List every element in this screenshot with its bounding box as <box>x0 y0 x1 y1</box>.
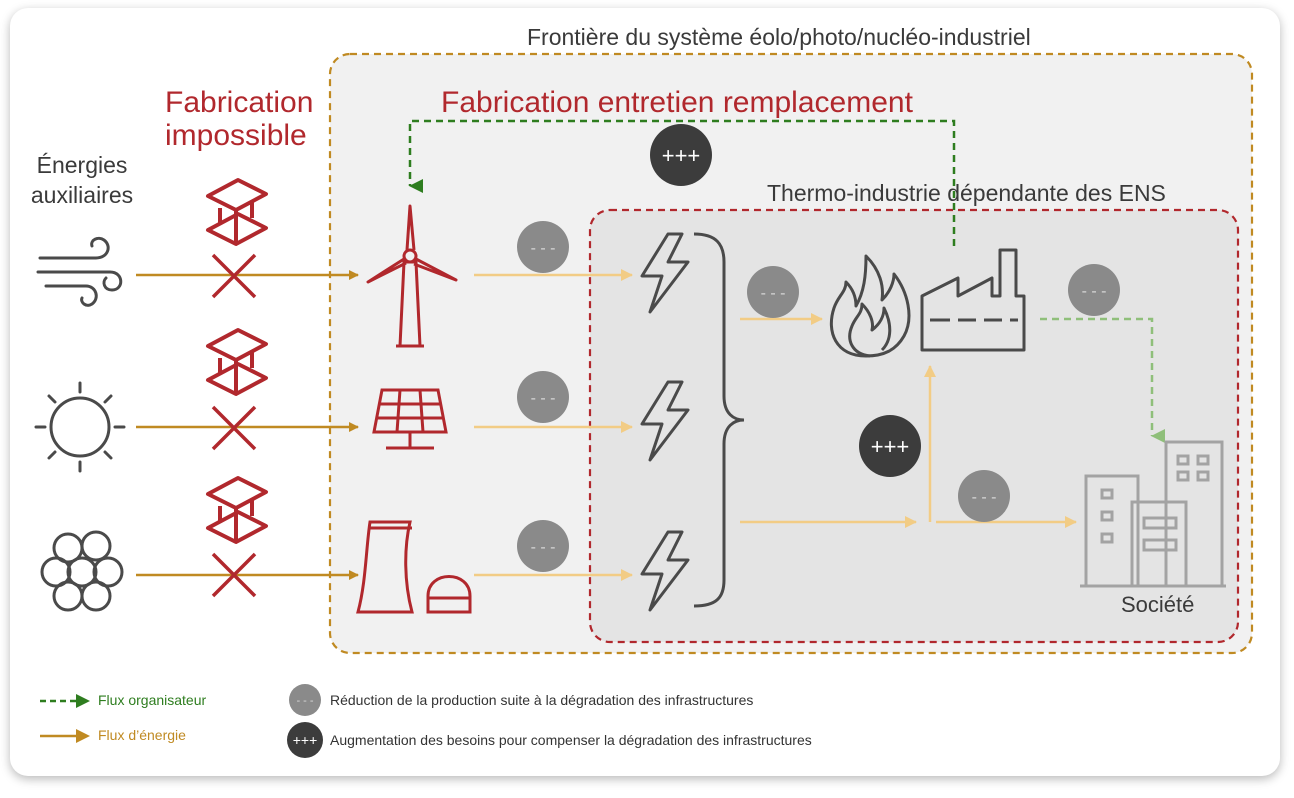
reduction-badge: - - - <box>1068 264 1120 316</box>
reduction-badge: - - - <box>517 371 569 423</box>
fire-icon <box>829 254 911 358</box>
svg-text:- - -: - - - <box>761 285 786 302</box>
steel-beam-icon <box>206 178 268 246</box>
legend-reduction-label: Réduction de la production suite à la dé… <box>330 692 754 708</box>
thermo-industry-box <box>588 208 1240 644</box>
legend-reduction-badge: - - - <box>289 684 321 716</box>
legend-flux-organisateur-label: Flux organisateur <box>98 692 207 708</box>
svg-text:- - -: - - - <box>296 695 313 707</box>
system-boundary-title: Frontière du système éolo/photo/nucléo-i… <box>527 24 1031 50</box>
nuclear-plant-icon <box>356 520 472 614</box>
atom-icon <box>40 530 124 612</box>
reduction-badge: - - - <box>517 520 569 572</box>
reduction-badge: - - - <box>747 266 799 318</box>
legend-flux-energie-head <box>76 729 90 743</box>
flux-organisateur-to-society <box>1040 317 1165 443</box>
fabrication-impossible-title: Fabrication impossible <box>165 86 314 152</box>
reduction-badge: - - - <box>517 221 569 273</box>
thermo-industry-title: Thermo-industrie dépendante des ENS <box>767 180 1166 206</box>
sun-icon <box>34 381 126 473</box>
buildings-icon <box>1080 440 1226 588</box>
fabrication-entretien-title: Fabrication entretien remplacement <box>441 86 913 119</box>
svg-text:- - -: - - - <box>531 539 556 556</box>
svg-text:- - -: - - - <box>972 489 997 506</box>
reduction-badge: - - - <box>958 470 1010 522</box>
svg-text:- - -: - - - <box>531 240 556 257</box>
energies-auxiliaires-label: Énergies auxiliaires <box>30 152 134 208</box>
electricity-brace <box>693 232 745 608</box>
legend-augmentation-badge: +++ <box>287 722 323 758</box>
steel-beam-icon <box>206 328 268 396</box>
steel-beam-icon <box>206 476 268 544</box>
legend-flux-energie-label: Flux d’énergie <box>98 727 186 743</box>
wind-turbine-icon <box>366 204 458 348</box>
flux-organisateur-loop <box>408 119 956 246</box>
solar-panel-icon <box>372 388 448 450</box>
svg-text:+++: +++ <box>293 732 318 748</box>
legend-augmentation-label: Augmentation des besoins pour compenser … <box>330 732 812 748</box>
legend-flux-organisateur-head <box>76 694 90 708</box>
svg-text:+++: +++ <box>662 143 701 168</box>
societe-label: Société <box>1121 592 1195 617</box>
svg-text:+++: +++ <box>871 434 910 459</box>
factory-icon <box>920 248 1026 352</box>
augmentation-badge: +++ <box>859 415 921 477</box>
svg-text:- - -: - - - <box>1082 283 1107 300</box>
augmentation-badge: +++ <box>650 124 712 186</box>
svg-text:- - -: - - - <box>531 390 556 407</box>
wind-icon <box>36 236 123 307</box>
